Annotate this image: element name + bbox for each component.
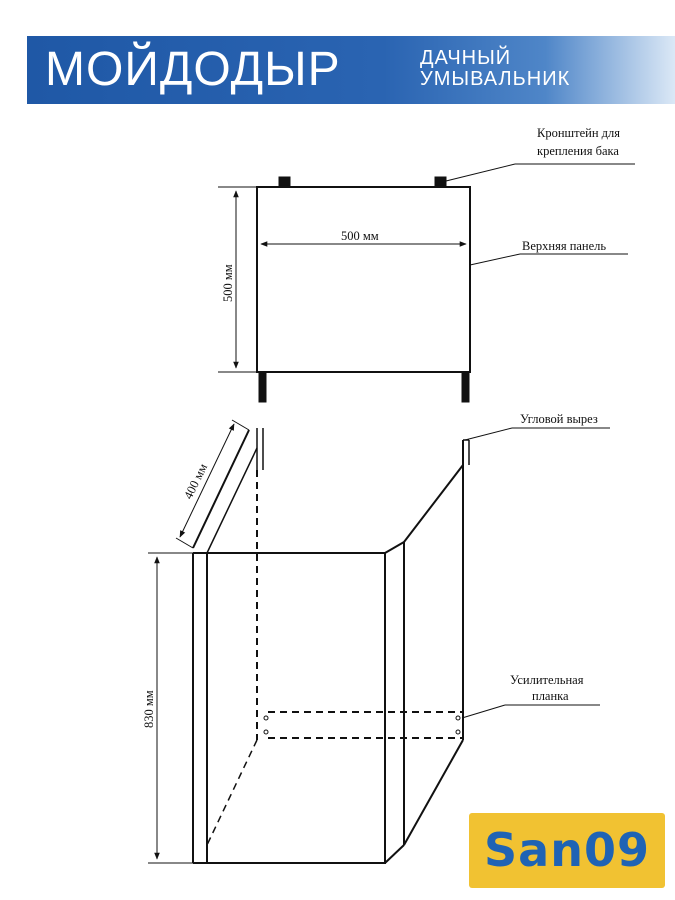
label-bracket-line-2: крепления бака [537,144,619,158]
label-strip-line-2: планка [532,689,569,703]
bracket-left [278,176,291,188]
san09-logo: San09 [469,813,665,888]
dim-label-depth: 400 мм [181,461,210,501]
dim-label-height: 830 мм [142,690,156,728]
header-banner: МОЙДОДЫР ДАЧНЫЙ УМЫВАЛЬНИК [27,36,675,104]
dim-line-depth [179,423,235,538]
brand-subtitle-line-1: ДАЧНЫЙ [420,47,512,69]
dim-label-panel-height: 500 мм [221,264,235,302]
bracket-right [434,176,447,188]
top-panel-drawing [218,163,635,403]
brand-subtitle: ДАЧНЫЙ УМЫВАЛЬНИК [420,48,640,90]
label-strip-line-1: Усилительная [510,673,584,687]
stand-front-face [206,552,386,864]
stand-drawing [148,419,610,864]
label-bracket-line-1: Кронштейн для [537,126,620,140]
brand-title: МОЙДОДЫР [45,43,341,96]
brand-subtitle-line-2: УМЫВАЛЬНИК [420,68,571,90]
logo-text: San09 [484,823,650,877]
top-panel-outline [256,186,471,373]
dim-label-panel-width: 500 мм [341,229,379,243]
label-corner-cut: Угловой вырез [520,412,598,426]
label-top-panel: Верхняя панель [522,239,606,253]
panel-leg-right [461,371,470,403]
panel-leg-left [258,371,267,403]
